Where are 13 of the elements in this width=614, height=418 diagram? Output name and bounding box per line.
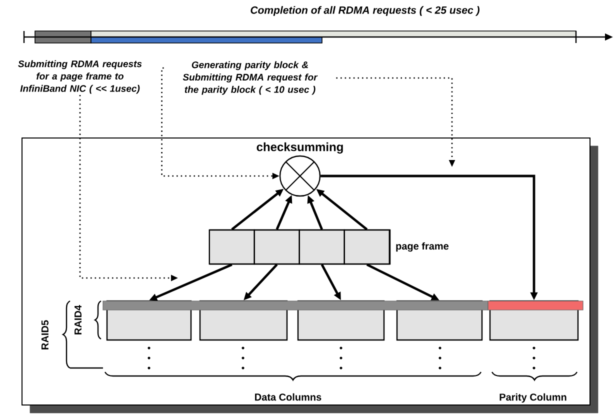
label: Data Columns [255,393,322,401]
heading: checksumming [256,142,343,154]
frame-cell [298,229,345,265]
note-text: Generating parity block & Submitting RDMA request for the parity block ( < 10 usec ) [182,61,318,95]
box-label: page frame [396,242,449,252]
label: Completion of all RDMA requests ( < 25 usec ) [250,6,480,16]
frame-cell [344,229,390,265]
rotated-label: RAID5 [42,320,48,350]
frame-cell [208,229,255,265]
frame-cell [254,229,300,265]
rotated-label: RAID4 [74,305,82,334]
note-text: Submitting RDMA requests for a page frame to InfiniBand NIC ( << 1usec) [18,60,142,94]
label: Parity Column [500,393,566,403]
